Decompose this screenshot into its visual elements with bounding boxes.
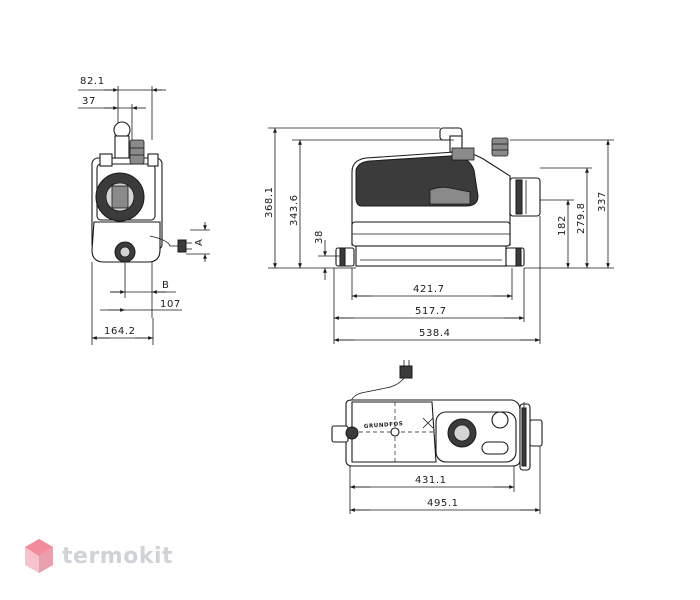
dim-337: 337 [597, 191, 608, 212]
dim-431-1: 431.1 [415, 475, 447, 486]
dim-37: 37 [82, 96, 96, 107]
side-view: 82.1 37 A [78, 76, 210, 345]
termokit-logo-icon [25, 539, 53, 573]
dim-164-2: 164.2 [104, 326, 136, 337]
dim-517-7: 517.7 [415, 306, 447, 317]
dim-368-1: 368.1 [264, 186, 275, 218]
dim-182: 182 [557, 215, 568, 236]
dim-538-4: 538.4 [419, 328, 451, 339]
label-a: A [194, 239, 205, 246]
dim-107: 107 [160, 299, 181, 310]
dim-343-6: 343.6 [289, 194, 300, 226]
dim-421-7: 421.7 [413, 284, 445, 295]
watermark: termokit [24, 537, 173, 575]
top-view: GRUNDFOS 431.1 495.1 [331, 360, 543, 514]
dim-495-1: 495.1 [427, 498, 459, 509]
brand-label: GRUNDFOS [364, 421, 404, 430]
dim-82-1: 82.1 [80, 76, 105, 87]
watermark-text: termokit [62, 543, 174, 569]
label-b: B [162, 280, 169, 291]
dim-38: 38 [314, 230, 325, 244]
dim-279-8: 279.8 [576, 202, 587, 234]
front-view: 368.1 343.6 38 337 279.8 182 [264, 127, 614, 344]
